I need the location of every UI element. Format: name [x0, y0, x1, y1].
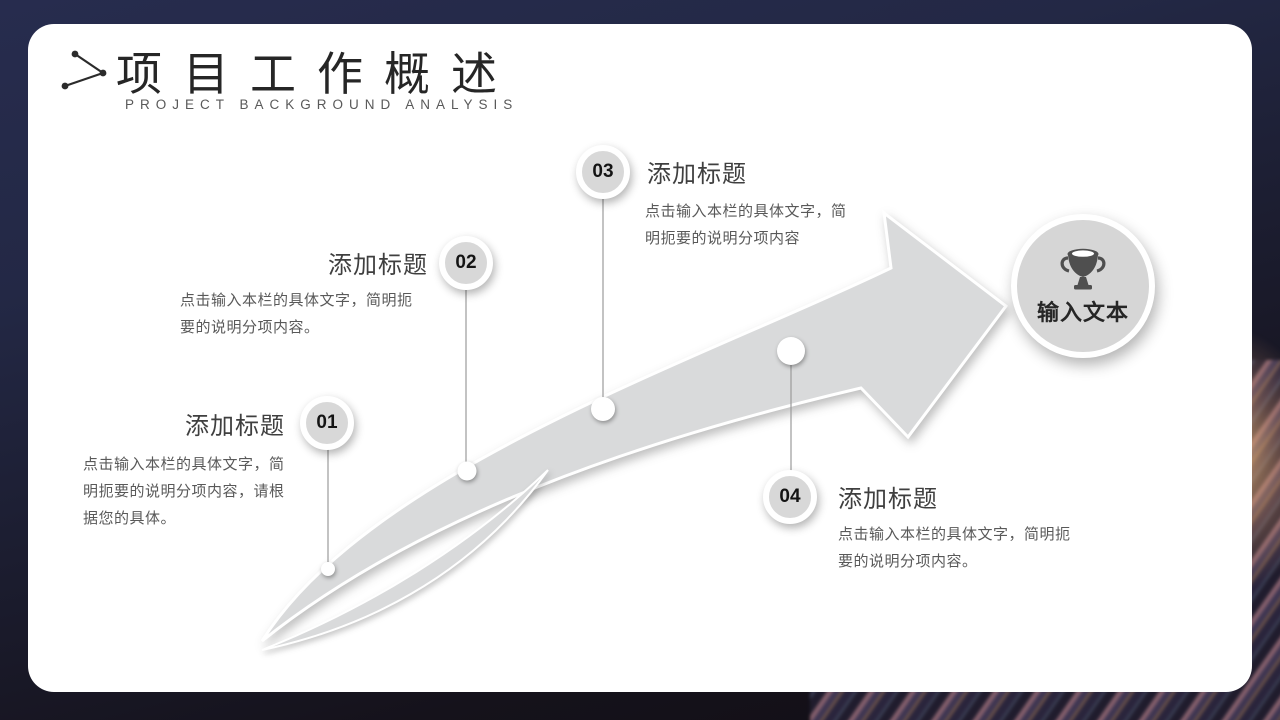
step-2-description: 点击输入本栏的具体文字，简明扼要的说明分项内容。 — [180, 292, 413, 336]
goal-label: 输入文本 — [1036, 299, 1129, 325]
step-2-title: 添加标题 — [328, 252, 428, 279]
step-1-description: 点击输入本栏的具体文字，简明扼要的说明分项内容，请根据您的具体。 — [83, 456, 285, 527]
step-number-03: 03 — [592, 161, 614, 182]
milestone-dot-3 — [591, 397, 615, 421]
step-circle-01: 01 — [300, 396, 354, 450]
arrow-swoosh — [260, 209, 1009, 643]
step-number-04: 04 — [779, 486, 801, 507]
goal-circle: 输入文本 — [1011, 214, 1155, 358]
arrow-tail-sliver — [261, 469, 549, 651]
step-3-title: 添加标题 — [647, 161, 747, 188]
step-circle-04: 04 — [763, 470, 817, 524]
step-4-description: 点击输入本栏的具体文字，简明扼要的说明分项内容。 — [838, 526, 1071, 570]
chevron-dots-icon — [61, 50, 107, 90]
step-circle-02: 02 — [439, 236, 493, 290]
milestone-dot-1 — [321, 562, 335, 576]
slide-title: 项目工作概述 — [116, 48, 518, 100]
slide-subtitle: PROJECT BACKGROUND ANALYSIS — [125, 97, 519, 112]
step-3-description: 点击输入本栏的具体文字，简明扼要的说明分项内容 — [645, 203, 847, 247]
step-4-title: 添加标题 — [838, 486, 938, 513]
milestone-dot-2 — [457, 461, 477, 481]
step-1-title: 添加标题 — [185, 413, 285, 440]
step-number-02: 02 — [455, 252, 477, 273]
milestone-dot-4 — [777, 337, 805, 365]
step-number-01: 01 — [316, 412, 338, 433]
slide-card — [28, 24, 1252, 692]
step-circle-03: 03 — [576, 145, 630, 199]
trophy-icon — [1060, 248, 1106, 289]
